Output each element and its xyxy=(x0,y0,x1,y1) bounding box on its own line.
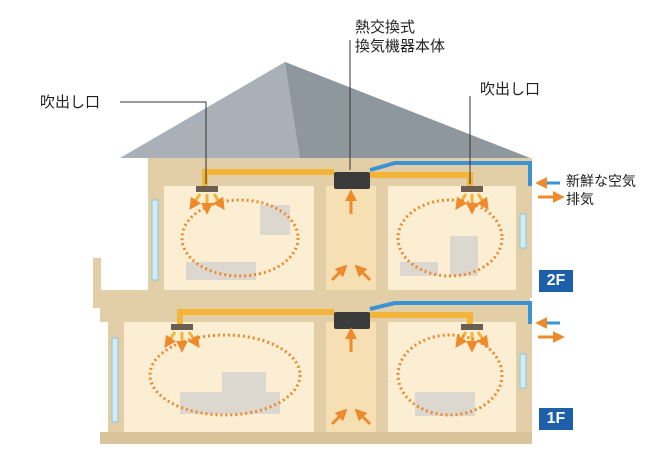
hrv-unit-2f xyxy=(334,172,370,189)
partition-1f-b xyxy=(376,322,388,432)
eave-post xyxy=(93,258,101,308)
outlet-1f-left xyxy=(171,324,193,330)
hrv-unit-1f xyxy=(334,312,370,329)
label-hrv-unit-line2: 換気機器本体 xyxy=(355,37,446,55)
label-exhaust: 排気 xyxy=(566,192,594,208)
window-right-1f xyxy=(519,353,527,389)
partition-2f-a xyxy=(314,186,326,290)
label-fresh-air: 新鮮な空気 xyxy=(566,174,636,190)
partition-1f-a xyxy=(314,322,326,432)
fresh-air-duct-1f xyxy=(369,301,532,324)
partition-2f-b xyxy=(376,186,388,290)
label-outlet-right: 吹出し口 xyxy=(480,80,541,98)
return-arrows xyxy=(330,189,372,426)
window-1f xyxy=(111,337,119,423)
supply-duct-1f xyxy=(177,309,473,326)
outlet-2f-left xyxy=(196,186,218,192)
room-1f-left xyxy=(124,322,314,432)
outlet-2f-right xyxy=(461,186,483,192)
window-right-2f xyxy=(519,213,527,249)
roof-shade xyxy=(285,62,530,158)
window-2f xyxy=(151,199,159,281)
leader-outlet-left xyxy=(120,101,207,184)
floor-badge-1f: 1F xyxy=(539,408,573,430)
circulation-loops xyxy=(148,198,504,417)
furniture-silhouettes xyxy=(180,205,478,416)
fresh-air-duct-2f xyxy=(369,161,532,186)
supply-blow-arrows xyxy=(164,193,489,353)
label-hrv-unit: 熱交換式 換気機器本体 xyxy=(355,18,445,56)
outlet-1f-right xyxy=(461,324,483,330)
label-hrv-unit-line1: 熱交換式 xyxy=(355,18,416,36)
ground-slab xyxy=(100,432,532,444)
label-outlet-left: 吹出し口 xyxy=(40,93,101,111)
floor-badge-2f: 2F xyxy=(539,270,573,292)
